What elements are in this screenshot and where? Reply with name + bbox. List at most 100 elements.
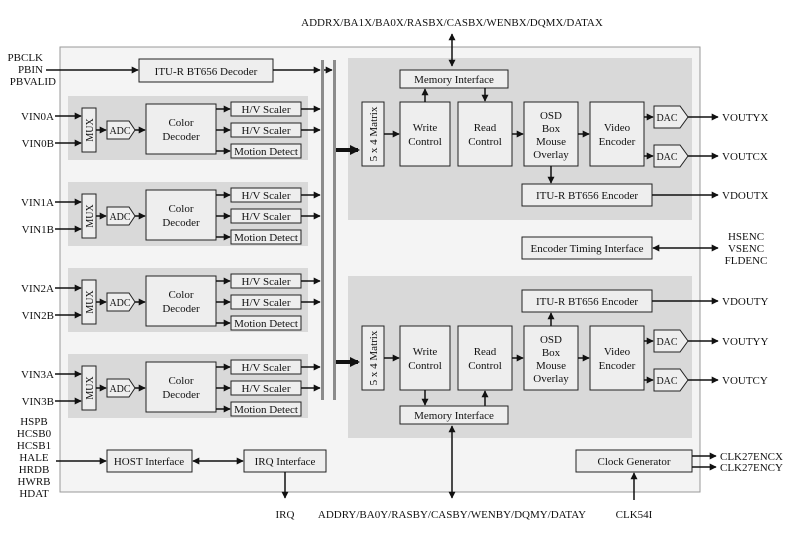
dac-y1-label: DAC <box>656 337 677 348</box>
video-encoder-x-label-2: Encoder <box>599 136 636 148</box>
voutyy-label: VOUTYY <box>722 336 768 348</box>
pbclk-label: PBCLK <box>8 52 44 64</box>
vdouty-label: VDOUTY <box>722 296 768 308</box>
mux-label: MUX <box>85 204 96 228</box>
hv-scaler-label: H/V Scaler <box>242 362 291 374</box>
osd-x-label-2: Box <box>542 123 561 135</box>
mux-label: MUX <box>85 290 96 314</box>
osd-x-label-3: Mouse <box>536 136 566 148</box>
hsenc-label: HSENC <box>728 231 764 243</box>
host-interface-box <box>106 449 193 473</box>
osd-y-label-1: OSD <box>540 334 562 346</box>
playback-decoder-label: ITU-R BT656 Decoder <box>155 66 258 78</box>
voutyx-label: VOUTYX <box>722 112 768 124</box>
host-signal-label: HSPB <box>20 416 48 428</box>
motion-detect-label: Motion Detect <box>234 404 298 416</box>
osd-y-box <box>523 325 579 391</box>
fldenc-label: FLDENC <box>725 255 768 267</box>
input-label: VIN0B <box>22 138 54 150</box>
encoder-timing-box <box>521 236 653 260</box>
write-control-x-label-1: Write <box>413 122 438 134</box>
pbin-label: PBIN <box>18 64 43 76</box>
hv-scaler-label: H/V Scaler <box>242 190 291 202</box>
bt656-encoder-x-label: ITU-R BT656 Encoder <box>536 190 638 202</box>
dac-x2-shape <box>653 144 689 168</box>
color-decoder-box <box>145 275 217 327</box>
osd-y-label-4: Overlay <box>533 373 569 385</box>
read-control-y-label-2: Control <box>468 360 502 372</box>
hv-scaler-label: H/V Scaler <box>242 276 291 288</box>
read-control-y-label-1: Read <box>474 346 497 358</box>
voutcy-label: VOUTCY <box>722 375 768 387</box>
input-label: VIN1B <box>22 224 54 236</box>
read-control-x-label-1: Read <box>474 122 497 134</box>
color-decoder-box <box>145 189 217 241</box>
write-control-x-label-2: Control <box>408 136 442 148</box>
matrix-y-label: 5 x 4 Matrix <box>368 330 380 385</box>
encoder-timing-label: Encoder Timing Interface <box>530 243 643 255</box>
dac-x2-label: DAC <box>656 152 677 163</box>
video-encoder-x-box <box>589 101 645 167</box>
motion-detect-label: Motion Detect <box>234 146 298 158</box>
adc-shape <box>106 120 136 140</box>
color-decoder-label-1: Color <box>168 375 193 387</box>
memory-interface-y-box <box>399 405 509 425</box>
osd-x-label-4: Overlay <box>533 149 569 161</box>
host-signal-label: HALE <box>19 452 49 464</box>
osd-x-label-1: OSD <box>540 110 562 122</box>
dac-x1-label: DAC <box>656 113 677 124</box>
adc-shape <box>106 292 136 312</box>
video-encoder-y-box <box>589 325 645 391</box>
color-decoder-label-2: Decoder <box>162 131 200 143</box>
adc-label: ADC <box>109 126 130 137</box>
bt656-encoder-y-label: ITU-R BT656 Encoder <box>536 296 638 308</box>
input-label: VIN3A <box>21 369 54 381</box>
pbvalid-label: PBVALID <box>10 76 56 88</box>
write-control-x-box <box>399 101 451 167</box>
read-control-x-label-2: Control <box>468 136 502 148</box>
internal-bus-b <box>333 60 336 400</box>
write-control-y-box <box>399 325 451 391</box>
clock-generator-box <box>575 449 693 473</box>
input-label: VIN2A <box>21 283 54 295</box>
memory-interface-y-label: Memory Interface <box>414 410 494 422</box>
adc-label: ADC <box>109 384 130 395</box>
dac-y2-shape <box>653 368 689 392</box>
adc-label: ADC <box>109 298 130 309</box>
host-signal-label: HWRB <box>18 476 51 488</box>
motion-detect-box <box>230 315 302 331</box>
osd-y-label-3: Mouse <box>536 360 566 372</box>
video-encoder-y-label-1: Video <box>604 346 631 358</box>
dac-y1-shape <box>653 329 689 353</box>
clk27ency-label: CLK27ENCY <box>720 462 783 474</box>
input-label: VIN3B <box>22 396 54 408</box>
vsenc-label: VSENC <box>728 243 764 255</box>
bottom-bus-label: ADDRY/BA0Y/RASBY/CASBY/WENBY/DQMY/DATAY <box>318 509 586 521</box>
motion-detect-label: Motion Detect <box>234 232 298 244</box>
motion-detect-box <box>230 143 302 159</box>
voutcx-label: VOUTCX <box>722 151 768 163</box>
host-signal-label: HRDB <box>19 464 50 476</box>
read-control-y-box <box>457 325 513 391</box>
hv-scaler-label: H/V Scaler <box>242 383 291 395</box>
mux-label: MUX <box>85 376 96 400</box>
host-interface-label: HOST Interface <box>114 456 184 468</box>
color-decoder-label-1: Color <box>168 117 193 129</box>
clock-generator-label: Clock Generator <box>598 456 671 468</box>
dac-x1-shape <box>653 105 689 129</box>
hv-scaler-label: H/V Scaler <box>242 297 291 309</box>
motion-detect-label: Motion Detect <box>234 318 298 330</box>
clk54i-label: CLK54I <box>616 509 653 521</box>
color-decoder-box <box>145 103 217 155</box>
hv-scaler-label: H/V Scaler <box>242 104 291 116</box>
color-decoder-label-1: Color <box>168 289 193 301</box>
write-control-y-label-2: Control <box>408 360 442 372</box>
color-decoder-label-2: Decoder <box>162 389 200 401</box>
osd-y-label-2: Box <box>542 347 561 359</box>
host-signal-label: HDAT <box>19 488 49 500</box>
